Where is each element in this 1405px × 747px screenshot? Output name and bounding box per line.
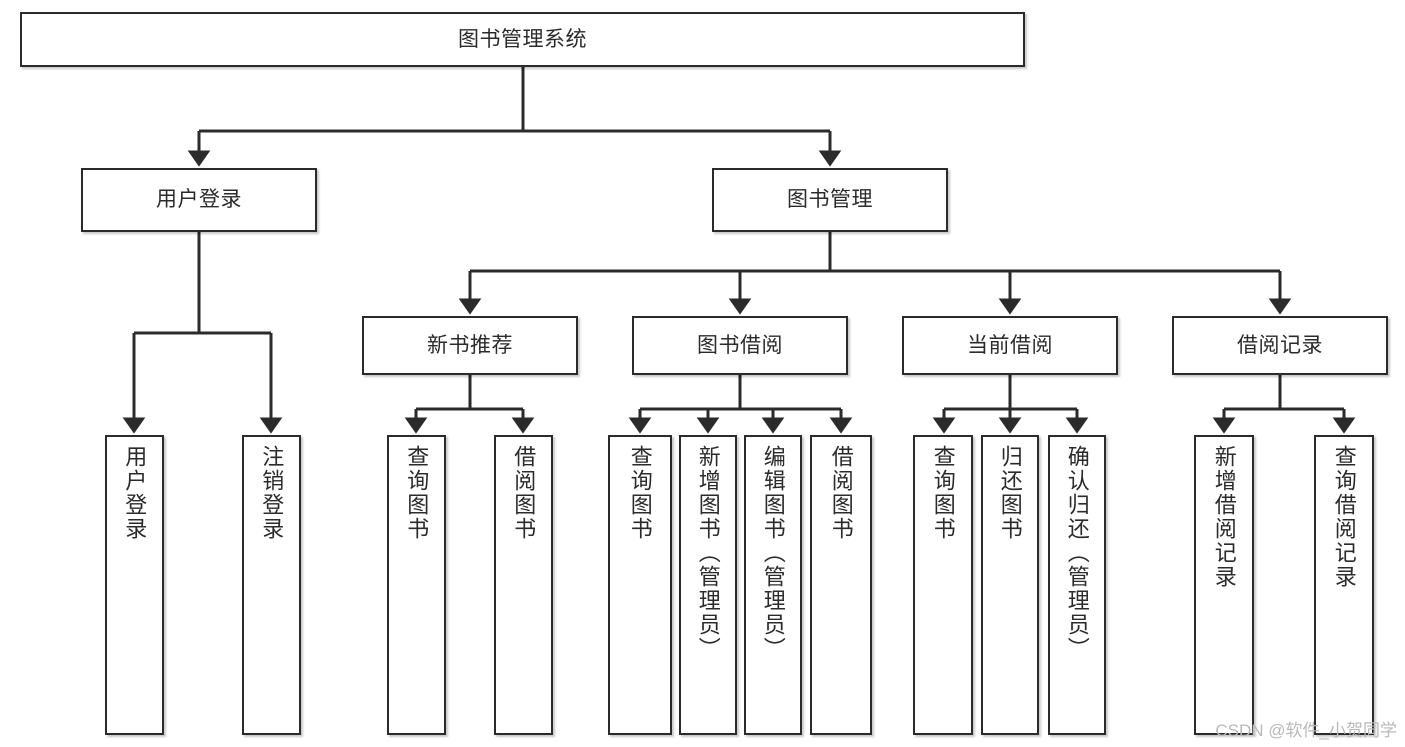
node-leaf-cur-return-label: 归还图书 <box>997 445 1023 541</box>
node-book-borrow[interactable]: 图书借阅 <box>632 316 848 375</box>
node-leaf-borrow-add[interactable]: 新增图书（管理员） <box>679 435 737 735</box>
node-leaf-borrow-edit[interactable]: 编辑图书（管理员） <box>744 435 802 735</box>
node-leaf-user-logout[interactable]: 注销登录 <box>242 435 301 735</box>
node-user-login-label: 用户登录 <box>156 188 242 212</box>
node-leaf-borrow-lend[interactable]: 借阅图书 <box>810 435 872 735</box>
node-borrow-record[interactable]: 借阅记录 <box>1172 316 1388 375</box>
node-leaf-cur-query-label: 查询图书 <box>930 445 956 541</box>
node-leaf-rec-query[interactable]: 查询图书 <box>387 435 446 735</box>
node-current-borrow-label: 当前借阅 <box>967 333 1053 357</box>
node-leaf-user-login[interactable]: 用户登录 <box>105 435 164 735</box>
node-leaf-borrow-add-label: 新增图书（管理员） <box>695 445 721 661</box>
node-new-book-rec-label: 新书推荐 <box>427 333 513 357</box>
node-leaf-cur-query[interactable]: 查询图书 <box>913 435 973 735</box>
node-leaf-rec-borrow[interactable]: 借阅图书 <box>494 435 553 735</box>
node-new-book-rec[interactable]: 新书推荐 <box>362 316 578 375</box>
node-leaf-borrow-edit-label: 编辑图书（管理员） <box>760 445 786 661</box>
node-book-borrow-label: 图书借阅 <box>697 333 783 357</box>
node-root-label: 图书管理系统 <box>458 27 587 51</box>
node-leaf-rec-add-label: 新增借阅记录 <box>1211 445 1237 589</box>
node-user-login[interactable]: 用户登录 <box>81 168 317 232</box>
node-borrow-record-label: 借阅记录 <box>1237 333 1323 357</box>
node-book-manage[interactable]: 图书管理 <box>712 168 948 232</box>
node-leaf-rec-add[interactable]: 新增借阅记录 <box>1194 435 1254 735</box>
node-leaf-borrow-query[interactable]: 查询图书 <box>608 435 672 735</box>
node-leaf-borrow-query-label: 查询图书 <box>627 445 653 541</box>
node-leaf-borrow-lend-label: 借阅图书 <box>828 445 854 541</box>
node-leaf-user-login-label: 用户登录 <box>122 445 148 541</box>
node-leaf-rec-query-label: 查询图书 <box>404 445 430 541</box>
node-book-manage-label: 图书管理 <box>787 188 873 212</box>
node-leaf-user-logout-label: 注销登录 <box>259 445 285 541</box>
node-leaf-cur-confirm-label: 确认归还（管理员） <box>1064 445 1090 661</box>
node-leaf-rec-search[interactable]: 查询借阅记录 <box>1314 435 1374 735</box>
node-leaf-rec-search-label: 查询借阅记录 <box>1331 445 1357 589</box>
node-current-borrow[interactable]: 当前借阅 <box>902 316 1118 375</box>
node-leaf-cur-confirm[interactable]: 确认归还（管理员） <box>1048 435 1106 735</box>
node-leaf-rec-borrow-label: 借阅图书 <box>511 445 537 541</box>
node-leaf-cur-return[interactable]: 归还图书 <box>981 435 1039 735</box>
node-root[interactable]: 图书管理系统 <box>20 12 1025 67</box>
